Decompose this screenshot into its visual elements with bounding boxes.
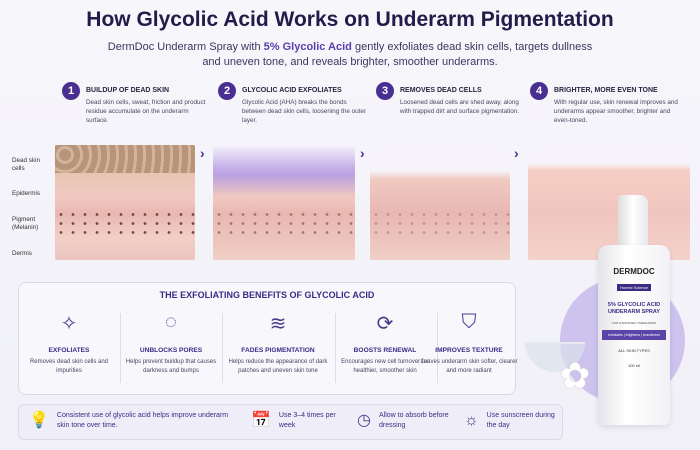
step-title: GLYCOLIC ACID EXFOLIATES [242,87,342,94]
benefit-title: FADES PIGMENTATION [241,347,315,354]
refresh-icon: ⟳ [376,313,394,335]
skin-illustration-buildup [55,145,195,260]
product-bottle: DERMDOC Honest Science 5% GLYCOLIC ACID … [598,245,670,425]
benefit-desc: Removes dead skin cells and impurities [29,359,109,374]
product-benefits: exfoliates | brightens | smoothens [602,330,666,340]
benefit-title: BOOSTS RENEWAL [353,347,417,354]
lily-flower: ✿ [560,355,591,396]
benefit-desc: Leaves underarm skin softer, clearer and… [420,359,518,374]
subtitle: DermDoc Underarm Spray with 5% Glycolic … [100,40,600,70]
chevron-right-icon: › [200,145,205,161]
skin-illustration-shedding [370,145,510,260]
waves-icon: ≋ [269,313,287,335]
tip-text: Allow to absorb before dressing [378,412,449,429]
step-desc: Glycolic Acid (AHA) breaks the bonds bet… [242,99,366,124]
product-tagline: Honest Science [616,284,651,291]
tip-consistent-use: 💡 Consistent use of glycolic acid helps i… [29,411,229,431]
product-volume: 100 ml [627,363,640,368]
step-title: BRIGHTER, MORE EVEN TONE [554,87,658,94]
clock-icon: ◷ [357,412,371,429]
step-number: 4 [530,82,548,100]
benefit-desc: Helps prevent buildup that causes darkne… [125,359,217,374]
tips-bar: 💡 Consistent use of glycolic acid helps i… [18,404,563,440]
tip-absorb: ◷ Allow to absorb before dressing [357,411,462,431]
benefit-unblocks-pores: ◌ UNBLOCKS PORES Helps prevent buildup tha… [123,311,219,376]
subtitle-text: gently exfoliates dead skin cells, targe… [202,41,593,68]
calendar-icon: 📅 [251,412,271,429]
tip-sunscreen: ☼ Use sunscreen during the day [464,411,559,431]
step-3: 3 REMOVES DEAD CELLS Loosened dead cells a… [376,82,526,116]
sun-icon: ☼ [464,412,479,429]
benefit-title: EXFOLIATES [48,347,90,354]
benefits-heading: THE EXFOLIATING BENEFITS OF GLYCOLIC ACI… [159,290,375,300]
product-for: FOR DARKENED UNDERARMS [611,321,656,325]
subtitle-highlight: 5% Glycolic Acid [263,41,352,53]
step-4: 4 BRIGHTER, MORE EVEN TONE With regular us… [530,82,680,125]
label-epidermis: Epidermis [12,190,40,197]
spray-nozzle [618,195,648,247]
step-number: 2 [218,82,236,100]
step-number: 3 [376,82,394,100]
pores-icon: ◌ [165,311,177,333]
skin-illustration-even [528,145,690,260]
tip-text: Use sunscreen during the day [486,412,555,429]
subtitle-text: DermDoc Underarm Spray with [107,41,264,53]
benefit-fades-pigmentation: ≋ FADES PIGMENTATION Helps reduce the appe… [223,311,333,376]
chevron-right-icon: › [514,145,519,161]
tip-frequency: 📅 Use 3–4 times per week [251,411,346,431]
product-brand: DERMDOC [613,267,655,276]
lightbulb-icon: 💡 [29,412,49,429]
label-pigment: Pigment (Melanin) [12,216,39,231]
step-desc: Dead skin cells, sweat, friction and pro… [86,99,206,124]
label-dermis: Dermis [12,250,32,257]
step-title: BUILDUP OF DEAD SKIN [86,87,170,94]
shield-check-icon: ⛉ [461,311,477,333]
benefit-title: IMPROVES TEXTURE [435,347,503,354]
step-number: 1 [62,82,80,100]
benefit-boosts-renewal: ⟳ BOOSTS RENEWAL Encourages new cell turno… [337,311,433,376]
chevron-right-icon: › [360,145,365,161]
step-desc: Loosened dead cells are shed away, along… [400,99,520,115]
product-name: 5% GLYCOLIC ACID UNDERARM SPRAY [607,302,661,315]
benefit-desc: Helps reduce the appearance of dark patc… [228,359,328,374]
step-2: 2 GLYCOLIC ACID EXFOLIATES Glycolic Acid (… [218,82,368,125]
benefit-improves-texture: ⛉ IMPROVES TEXTURE Leaves underarm skin so… [419,311,519,376]
tip-text: Consistent use of glycolic acid helps im… [56,412,229,429]
benefits-panel: THE EXFOLIATING BENEFITS OF GLYCOLIC ACI… [18,282,519,395]
label-dead-skin: Dead skin cells [12,157,41,172]
benefit-desc: Encourages new cell turnover for healthi… [341,359,429,374]
page-title: How Glycolic Acid Works on Underarm Pigm… [86,8,614,31]
benefit-exfoliates: ✧ EXFOLIATES Removes dead skin cells and i… [21,311,117,376]
sparkles-icon: ✧ [60,313,78,335]
tip-text: Use 3–4 times per week [278,412,336,429]
benefit-title: UNBLOCKS PORES [139,347,203,354]
step-1: 1 BUILDUP OF DEAD SKIN Dead skin cells, sw… [62,82,212,125]
step-title: REMOVES DEAD CELLS [400,87,482,94]
skin-illustration-exfoliating [213,145,355,260]
step-desc: With regular use, skin renewal improves … [554,99,678,124]
product-skin-types: ALL SKIN TYPES [618,348,650,353]
